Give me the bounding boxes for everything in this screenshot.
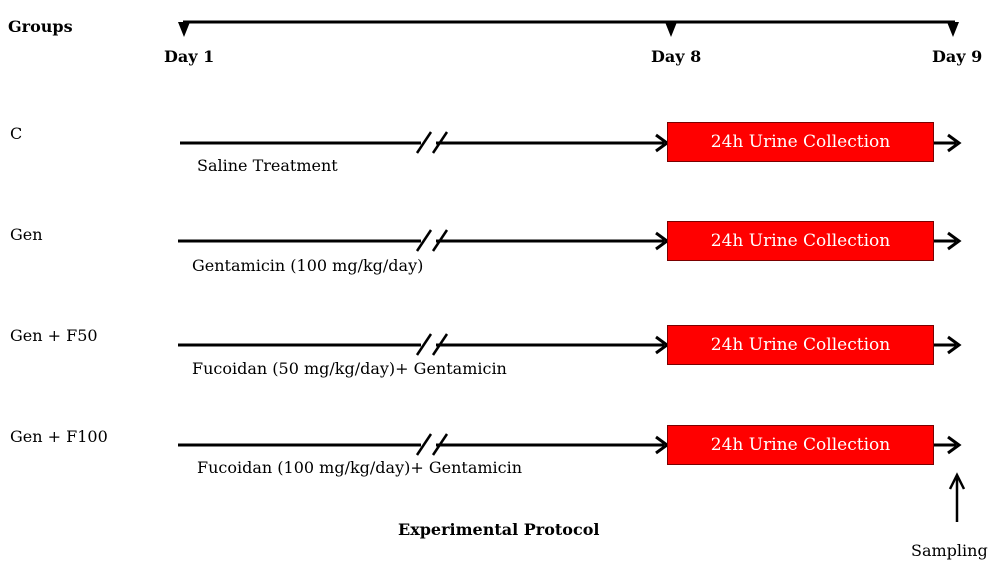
day-1-label: Day 1 (164, 47, 215, 66)
group-label-gen: Gen (10, 225, 43, 244)
day-9-label: Day 9 (932, 47, 983, 66)
groups-label: Groups (8, 17, 73, 36)
urine-collection-label: 24h Urine Collection (710, 231, 891, 251)
treatment-label-gen-f100: Fucoidan (100 mg/kg/day)+ Gentamicin (197, 458, 523, 477)
treatment-label-c: Saline Treatment (197, 156, 338, 175)
urine-collection-label: 24h Urine Collection (710, 132, 891, 152)
group-label-c: C (10, 124, 23, 143)
row-gen-f50-arrows (178, 333, 962, 356)
urine-collection-label: 24h Urine Collection (710, 335, 891, 355)
timeline-marker-day9 (947, 22, 959, 37)
urine-collection-label: 24h Urine Collection (710, 435, 891, 455)
sampling-arrow (948, 472, 966, 522)
treatment-label-gen-f50: Fucoidan (50 mg/kg/day)+ Gentamicin (192, 359, 507, 378)
urine-collection-box: 24h Urine Collection (667, 221, 934, 261)
urine-collection-box: 24h Urine Collection (667, 122, 934, 162)
sampling-label: Sampling (911, 541, 988, 560)
urine-collection-box: 24h Urine Collection (667, 325, 934, 365)
group-label-gen-f100: Gen + F100 (10, 427, 108, 446)
urine-collection-box: 24h Urine Collection (667, 425, 934, 465)
group-label-gen-f50: Gen + F50 (10, 326, 98, 345)
day-8-label: Day 8 (651, 47, 702, 66)
treatment-label-gen: Gentamicin (100 mg/kg/day) (192, 256, 424, 275)
timeline-marker-day1 (178, 22, 190, 37)
protocol-title: Experimental Protocol (398, 520, 600, 539)
timeline-marker-day8 (665, 22, 677, 37)
